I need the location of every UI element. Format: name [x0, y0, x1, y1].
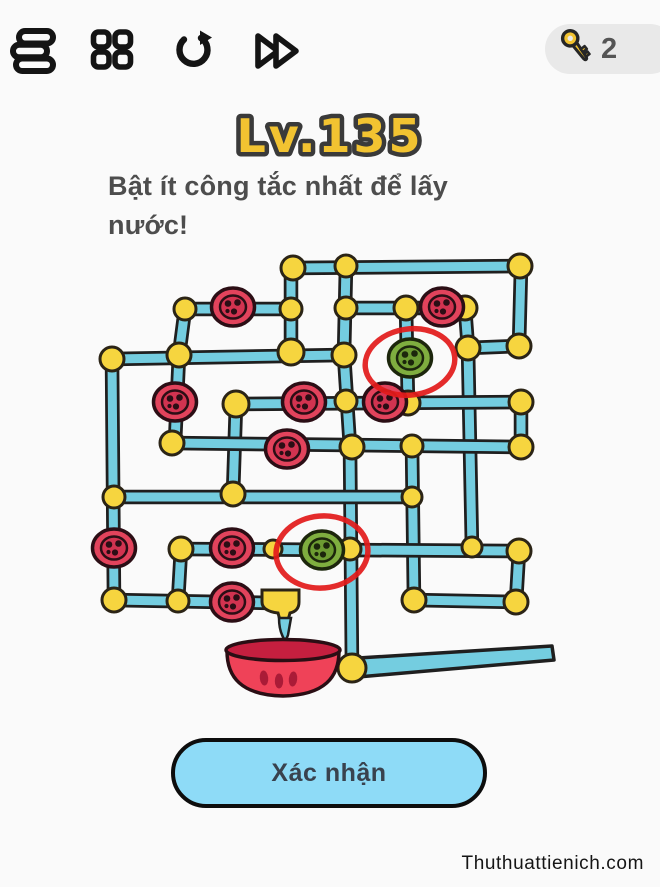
- valve-red[interactable]: [280, 381, 328, 423]
- pipe-joint: [158, 429, 186, 457]
- pipe-joint: [454, 334, 482, 362]
- level-title: Lv.135: [236, 109, 423, 163]
- pipe-joint: [219, 480, 247, 508]
- pipe-joint: [506, 252, 534, 280]
- outlet-pipe: [356, 644, 556, 679]
- pipe-joint: [172, 296, 198, 322]
- instruction-text: Bật ít công tắc nhất để lấy nước!: [108, 171, 448, 241]
- pipe-joint: [167, 535, 195, 563]
- water-bowl: [224, 637, 342, 698]
- skip-icon: [252, 33, 300, 74]
- levels-button[interactable]: [90, 29, 135, 73]
- confirm-button[interactable]: Xác nhận: [171, 738, 487, 808]
- water-drip: [277, 616, 293, 641]
- pipe-joint: [507, 388, 535, 416]
- pipe-joint: [333, 388, 359, 414]
- restart-button[interactable]: [173, 29, 217, 76]
- key-counter[interactable]: 2: [545, 24, 660, 74]
- valve-green[interactable]: [386, 337, 434, 379]
- restart-icon: [173, 30, 217, 76]
- pipe-joint: [101, 484, 127, 510]
- pipe-joint: [330, 341, 358, 369]
- pipe-joint: [460, 535, 484, 559]
- pipe-joint: [279, 254, 307, 282]
- pipe-joint: [333, 295, 359, 321]
- pipe-joint: [400, 586, 428, 614]
- valve-red[interactable]: [263, 428, 311, 470]
- pipe-joint: [100, 586, 128, 614]
- pipe-joint: [333, 253, 359, 279]
- solution-annotations: [273, 325, 458, 591]
- pipe-joint: [502, 588, 530, 616]
- key-count: 2: [601, 32, 618, 65]
- valve-red[interactable]: [208, 527, 256, 569]
- pipe-joint: [338, 433, 366, 461]
- valves: [90, 286, 466, 623]
- confirm-button-label: Xác nhận: [271, 758, 387, 787]
- pipe-joint: [392, 294, 420, 322]
- menu-button[interactable]: [7, 28, 57, 77]
- pipe-joint: [276, 337, 306, 367]
- valve-green[interactable]: [298, 529, 346, 571]
- valve-red[interactable]: [418, 286, 466, 328]
- pipe-joint: [505, 537, 533, 565]
- menu-icon: [7, 28, 57, 77]
- pipe-joint: [336, 652, 368, 684]
- level-title-wrap: Lv.135: [0, 100, 660, 170]
- pipe-joint: [165, 588, 191, 614]
- answer-circle-annotation: [273, 513, 371, 591]
- valve-red[interactable]: [90, 527, 138, 569]
- pipe-joint: [505, 332, 533, 360]
- pipe-joint: [507, 433, 535, 461]
- grid-icon: [90, 29, 135, 73]
- pipe-joint: [165, 341, 193, 369]
- skip-button[interactable]: [252, 31, 300, 74]
- valve-red[interactable]: [151, 381, 199, 423]
- valve-red[interactable]: [209, 286, 257, 328]
- pipe-joint: [399, 433, 425, 459]
- top-bar: 2: [0, 0, 660, 90]
- watermark: Thuthuattienich.com: [461, 853, 644, 874]
- key-icon: [555, 25, 599, 74]
- pipe-joint: [400, 485, 424, 509]
- pipe-joint: [278, 296, 304, 322]
- answer-circle-annotation: [362, 325, 458, 399]
- valve-red[interactable]: [208, 581, 256, 623]
- pipe-joint: [221, 389, 251, 419]
- pipe-joint: [98, 345, 126, 373]
- pipes: [104, 258, 556, 679]
